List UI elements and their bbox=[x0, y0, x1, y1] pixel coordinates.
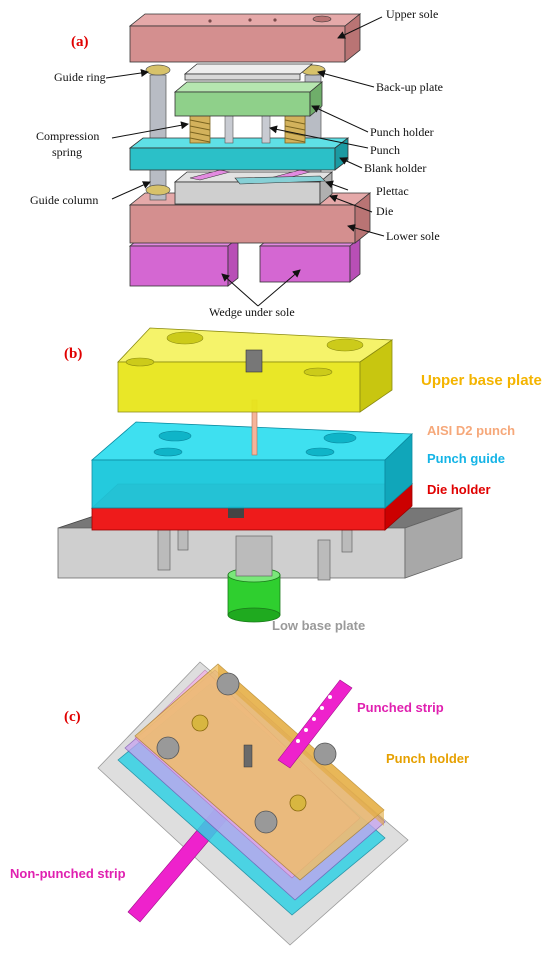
panel-a-tag: (a) bbox=[71, 34, 89, 50]
label-plettac: Plettac bbox=[376, 184, 409, 198]
springs bbox=[189, 114, 306, 144]
wedge-right bbox=[258, 237, 362, 283]
punched-strip bbox=[277, 679, 353, 769]
label-spring: spring bbox=[52, 145, 82, 159]
wedge-left bbox=[128, 237, 240, 287]
blank-holder bbox=[128, 137, 350, 171]
panel-a-drawing bbox=[105, 13, 385, 307]
die-block bbox=[173, 169, 334, 205]
panel-c-drawing bbox=[97, 661, 409, 946]
label-wedge-under-sole: Wedge under sole bbox=[209, 305, 295, 319]
label-compression: Compression bbox=[36, 129, 100, 143]
panel-b-tag: (b) bbox=[64, 346, 83, 362]
bolt-heads-c bbox=[156, 672, 337, 834]
label-punch-holder-c: Punch holder bbox=[386, 751, 470, 766]
upper-sole bbox=[128, 13, 362, 63]
panel-b-drawing bbox=[57, 327, 463, 623]
leader-lines-a bbox=[105, 16, 385, 307]
punch-holder-block bbox=[173, 81, 324, 117]
label-aisi-d2-punch: AISI D2 punch bbox=[427, 423, 516, 438]
label-upper-base-plate: Upper base plate bbox=[421, 372, 542, 389]
label-punched-strip: Punched strip bbox=[357, 700, 444, 715]
label-punch: Punch bbox=[370, 143, 400, 157]
label-die: Die bbox=[376, 204, 394, 218]
label-lower-sole: Lower sole bbox=[386, 229, 440, 243]
label-upper-sole: Upper sole bbox=[386, 7, 439, 21]
label-back-up-plate: Back-up plate bbox=[376, 80, 443, 94]
label-low-base-plate: Low base plate bbox=[272, 618, 366, 633]
panel-c-tag: (c) bbox=[64, 709, 81, 725]
back-up-plate bbox=[183, 63, 314, 81]
upper-base-plate bbox=[117, 327, 394, 413]
label-punch-guide: Punch guide bbox=[427, 451, 505, 466]
label-die-holder: Die holder bbox=[427, 482, 491, 497]
label-blank-holder: Blank holder bbox=[364, 161, 427, 175]
bolts-b bbox=[157, 529, 353, 581]
label-guide-column: Guide column bbox=[30, 193, 99, 207]
label-punch-holder-a: Punch holder bbox=[370, 125, 434, 139]
label-non-punched-strip: Non-punched strip bbox=[10, 866, 126, 881]
label-guide-ring: Guide ring bbox=[54, 70, 106, 84]
